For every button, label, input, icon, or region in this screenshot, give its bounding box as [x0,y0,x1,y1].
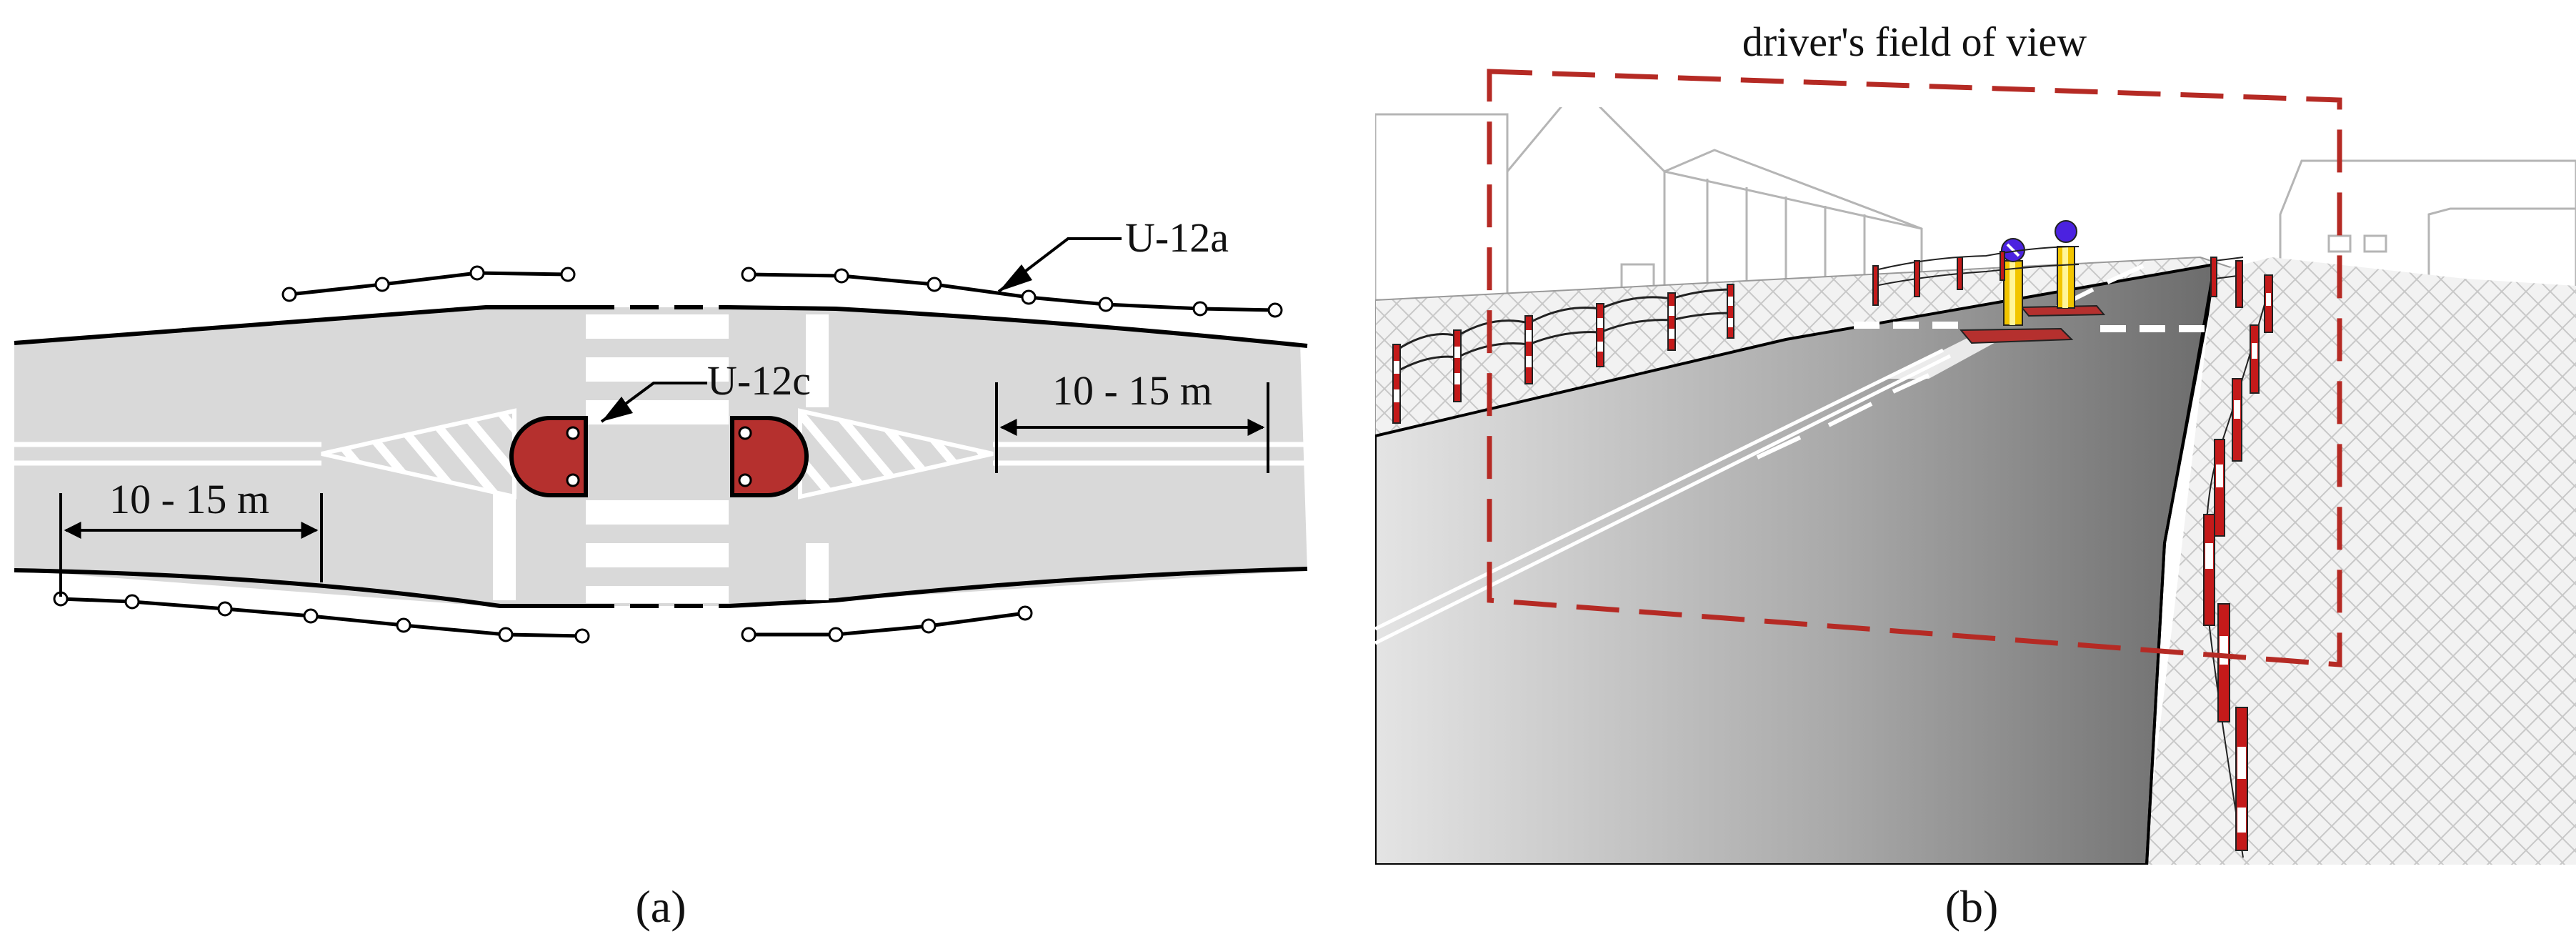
centre-lines [14,442,1307,466]
guide-posts-bottom-right [741,605,1033,642]
caption-b: (b) [1945,881,1999,932]
guide-posts-top-right [741,267,1283,318]
road-edge-top-right [728,305,1308,348]
panel-b-perspective-view [1375,107,2576,865]
road-edge-bottom-right [728,567,1308,608]
road-edge-top [14,305,586,345]
label-u12c: U-12c [707,357,811,404]
dimension-right [995,382,1269,473]
label-distance-left: 10 - 15 m [109,476,269,522]
crossing-side-line-right [806,314,829,407]
label-field-of-view: driver's field of view [1742,19,2087,65]
ground-right [2143,257,2576,865]
caption-a: (a) [635,881,686,932]
label-u12a: U-12a [1125,214,1229,261]
crossing-side-line-left [493,493,516,600]
crossing-side-line-right-bottom [806,543,829,600]
fence-distant [1872,246,2080,306]
bollard-left [2001,238,2025,326]
road-edge-bottom [14,568,586,608]
label-distance-right: 10 - 15 m [1052,367,1212,414]
road-surface [14,307,1307,606]
guide-posts-bottom-left [53,591,590,644]
traffic-island-left [509,416,588,497]
field-of-view-frame [1487,69,2342,667]
fence-right [2203,257,2273,858]
distant-crossing [1854,322,2205,379]
traffic-island-right [730,416,809,497]
guide-posts-top-left [281,265,576,302]
dimension-left [59,493,323,597]
panel-a-plan-view: U-12a U-12c 10 - 15 m 10 - 15 m (a) [14,214,1308,932]
traffic-islands-perspective [1959,304,2106,344]
fence-left [1392,284,1734,424]
